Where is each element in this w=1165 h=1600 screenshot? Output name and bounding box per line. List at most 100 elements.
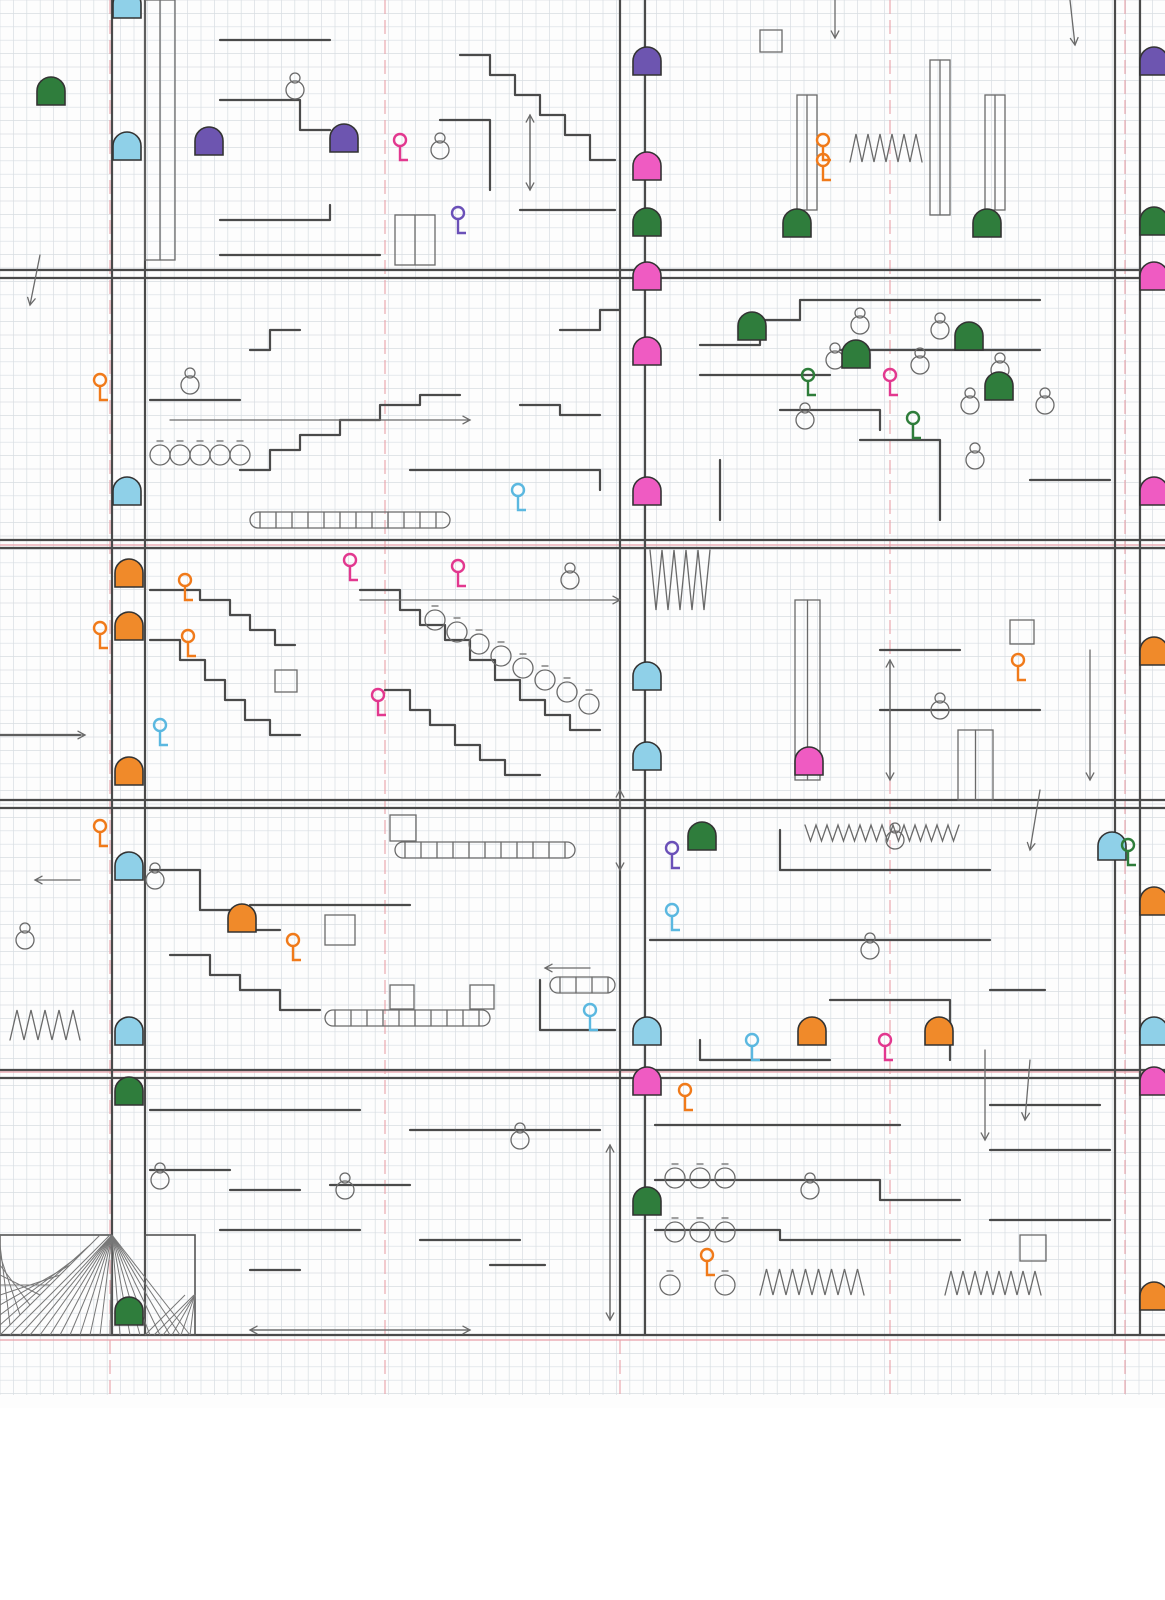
door-icon	[687, 821, 717, 851]
enemy-head	[829, 342, 841, 354]
key-shaft	[888, 381, 898, 397]
key-shaft	[1126, 851, 1136, 867]
hatch-line	[111, 1234, 191, 1336]
key-icon	[392, 132, 408, 148]
key-icon	[342, 552, 358, 568]
key-icon	[180, 628, 196, 644]
money-bag-icon	[189, 444, 211, 466]
key-icon	[1010, 652, 1026, 668]
money-bag-icon	[424, 609, 446, 631]
arrow-icon	[1029, 789, 1041, 851]
money-bag-icon	[689, 1167, 711, 1189]
enemy-head	[19, 922, 31, 934]
arrow-head	[1085, 772, 1095, 782]
door-icon	[1139, 1066, 1165, 1096]
hatch-line	[111, 1234, 171, 1336]
key-icon	[92, 818, 108, 834]
door-icon	[632, 476, 662, 506]
key-icon	[664, 840, 680, 856]
key-icon	[677, 1082, 693, 1098]
enemy-head	[864, 932, 876, 944]
key-shaft	[398, 146, 408, 162]
door-icon	[632, 1016, 662, 1046]
stair-ledge	[558, 308, 622, 332]
arrow-head	[1021, 1112, 1031, 1122]
money-bag-icon	[534, 669, 556, 691]
arrow-head	[615, 788, 625, 798]
hatch-line	[162, 1294, 196, 1336]
door-icon	[329, 123, 359, 153]
money-bag-icon	[714, 1274, 736, 1296]
enemy-head	[854, 307, 866, 319]
door-icon	[112, 0, 142, 19]
door-icon	[632, 46, 662, 76]
level-map	[0, 0, 1165, 1395]
stair-ledge	[653, 1178, 962, 1202]
arrow-head	[1026, 841, 1036, 852]
enemy-icon	[800, 1180, 820, 1200]
money-bag-icon	[512, 657, 534, 679]
stair-ledge	[858, 438, 942, 522]
key-shaft	[1016, 666, 1026, 682]
door-icon	[632, 207, 662, 237]
enemy-icon	[1035, 395, 1055, 415]
hatched-ground	[0, 1234, 196, 1336]
stair-ledge	[218, 203, 332, 222]
crate-icon	[469, 984, 495, 1010]
key-icon	[450, 205, 466, 221]
enemy-icon	[335, 1180, 355, 1200]
enemy-head	[799, 402, 811, 414]
enemy-icon	[930, 700, 950, 720]
money-bag-icon	[664, 1167, 686, 1189]
spike-icon	[9, 1009, 81, 1041]
key-icon	[92, 372, 108, 388]
key-icon	[370, 687, 386, 703]
door-icon	[737, 311, 767, 341]
spike-icon	[649, 549, 711, 611]
spike-icon	[759, 1268, 865, 1296]
arrow-head	[612, 595, 622, 605]
door-icon	[782, 208, 812, 238]
door-icon	[114, 1296, 144, 1326]
hatch-line	[69, 1234, 113, 1336]
enemy-icon	[560, 570, 580, 590]
doors-layer	[36, 0, 1165, 1326]
key-icon	[510, 482, 526, 498]
stair-ledge	[438, 118, 492, 192]
crate-icon	[1019, 1234, 1047, 1262]
door-icon	[114, 851, 144, 881]
arrow-head	[543, 963, 553, 973]
door-icon	[114, 756, 144, 786]
door-icon	[36, 76, 66, 106]
stair-ledge	[383, 688, 542, 777]
enemy-icon	[860, 940, 880, 960]
enemy-icon	[885, 830, 905, 850]
stair-ledge	[238, 393, 462, 472]
money-bag-icon	[490, 645, 512, 667]
money-bag-icon	[664, 1221, 686, 1243]
door-icon	[1097, 831, 1127, 861]
key-shaft	[183, 586, 193, 602]
door-icon	[114, 558, 144, 588]
crate-icon	[324, 914, 356, 946]
door-icon	[632, 741, 662, 771]
door-icon	[114, 611, 144, 641]
stair-ledge	[518, 403, 602, 417]
hatch-line	[9, 1234, 111, 1336]
door-icon	[227, 903, 257, 933]
hatch-line	[180, 1294, 196, 1336]
door-icon	[1139, 46, 1165, 76]
arrow-head	[830, 30, 840, 40]
spike-icon	[944, 1270, 1042, 1296]
enemy-icon	[145, 870, 165, 890]
hatched-block	[0, 1234, 113, 1336]
door-icon	[1139, 1281, 1165, 1311]
key-shaft	[588, 1016, 598, 1032]
level-details	[0, 0, 1095, 1335]
door-icon	[1139, 886, 1165, 916]
money-bag-icon	[556, 681, 578, 703]
conveyor-icon	[549, 976, 616, 994]
arrow-head	[26, 296, 36, 307]
stair-ledge	[408, 468, 602, 492]
